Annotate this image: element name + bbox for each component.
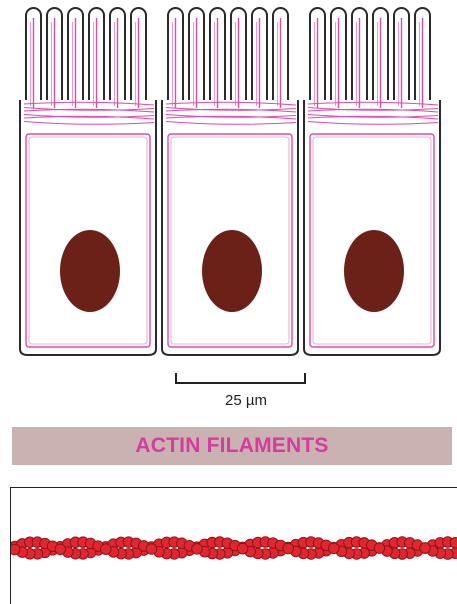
cell-membrane xyxy=(20,100,156,355)
actin-filament-panel xyxy=(10,487,457,604)
actin-monomer xyxy=(283,543,294,554)
epithelial-cell xyxy=(20,8,156,355)
actin-monomer xyxy=(11,544,20,555)
nucleus xyxy=(202,230,262,312)
actin-monomer xyxy=(420,543,431,554)
actin-filament xyxy=(11,488,457,604)
actin-monomer xyxy=(329,543,340,554)
nucleus xyxy=(60,230,120,312)
nucleus xyxy=(344,230,404,312)
banner-title: ACTIN FILAMENTS xyxy=(135,434,328,458)
actin-monomer xyxy=(192,544,203,555)
scale-bar-label: 25 µm xyxy=(186,392,306,409)
actin-monomer xyxy=(55,544,66,555)
actin-monomer xyxy=(450,537,457,548)
actin-monomer xyxy=(374,543,385,554)
scale-bar xyxy=(176,373,305,383)
cell-membrane xyxy=(304,100,440,355)
epithelial-cell xyxy=(304,8,440,355)
section-banner: ACTIN FILAMENTS xyxy=(12,427,452,465)
epithelial-cells-diagram xyxy=(0,0,457,420)
cells-group xyxy=(20,8,440,355)
actin-monomer xyxy=(146,544,157,555)
cell-membrane xyxy=(162,100,298,355)
actin-monomer xyxy=(101,544,112,555)
epithelial-cell xyxy=(162,8,298,355)
actin-monomer xyxy=(237,543,248,554)
